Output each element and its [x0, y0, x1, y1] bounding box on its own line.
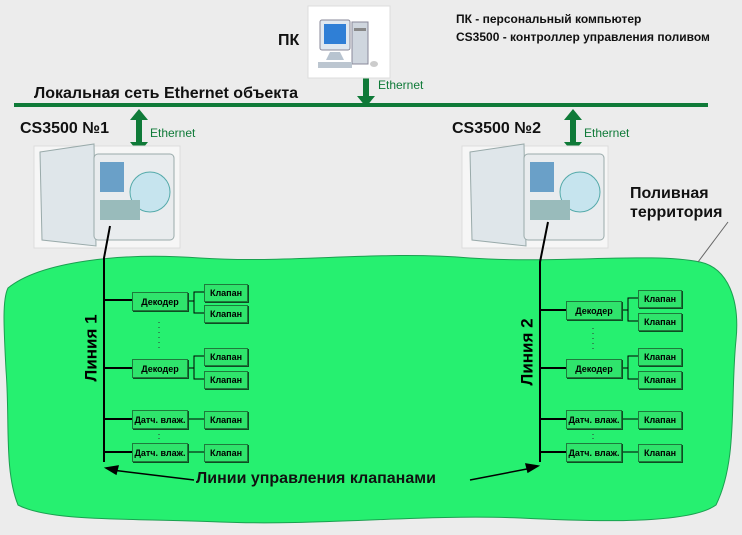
decoder-box: Декодер [566, 301, 622, 320]
control-lines-arrow [103, 463, 541, 481]
valve-box: Клапан [638, 313, 682, 331]
controller-1-name: CS3500 №1 [20, 120, 109, 137]
territory-label-line2: территория [630, 204, 723, 221]
territory-label: Поливная территория [630, 184, 722, 222]
controller-2-name: CS3500 №2 [452, 120, 541, 137]
legend-pc: ПК - персональный компьютер [456, 12, 642, 26]
moisture-sensor-box: Датч. влаж. [566, 443, 622, 462]
computer-icon [307, 5, 391, 79]
control-lines-label: Линии управления клапанами [196, 470, 436, 487]
pc-label: ПК [278, 32, 300, 49]
cs1-ethernet-label: Ethernet [150, 126, 196, 140]
decoder-box: Декодер [132, 359, 188, 378]
valve-box: Клапан [638, 371, 682, 389]
moisture-sensor-box: Датч. влаж. [566, 410, 622, 429]
valve-box: Клапан [204, 411, 248, 429]
valve-box: Клапан [638, 348, 682, 366]
valve-box: Клапан [204, 371, 248, 389]
valve-box: Клапан [638, 290, 682, 308]
valve-box: Клапан [638, 444, 682, 462]
line-1-label: Линия 1 [81, 314, 101, 382]
territory-label-line1: Поливная [630, 185, 709, 202]
moisture-sensor-box: Датч. влаж. [132, 443, 188, 462]
valve-box: Клапан [204, 444, 248, 462]
territory-pointer [697, 221, 729, 263]
line-1-wiring [103, 225, 132, 462]
cs3500-controller-1-image [33, 143, 181, 249]
legend-cs3500: CS3500 - контроллер управления поливом [456, 30, 710, 44]
line-1-branches [186, 291, 204, 453]
moisture-sensor-box: Датч. влаж. [132, 410, 188, 429]
line-2-branches [620, 297, 638, 453]
valve-box: Клапан [204, 284, 248, 302]
line-2-wiring [539, 221, 566, 462]
decoder-box: Декодер [132, 292, 188, 311]
cs2-ethernet-label: Ethernet [584, 126, 630, 140]
network-label: Локальная сеть Ethernet объекта [34, 85, 299, 102]
cs3500-controller-2-image [461, 143, 609, 249]
decoder-box: Декодер [566, 359, 622, 378]
valve-box: Клапан [204, 305, 248, 323]
valve-box: Клапан [204, 348, 248, 366]
valve-box: Клапан [638, 411, 682, 429]
line-2-label: Линия 2 [517, 318, 537, 386]
pc-ethernet-label: Ethernet [378, 78, 424, 92]
